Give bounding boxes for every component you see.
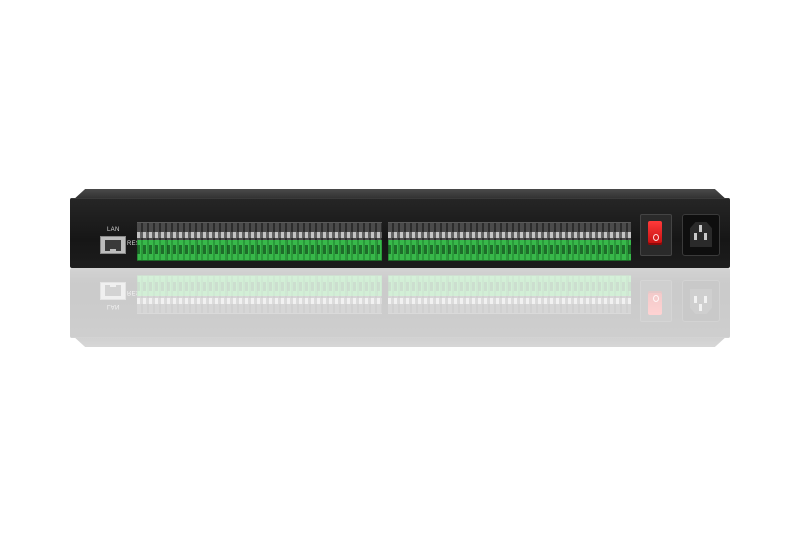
terminal-connectors bbox=[388, 240, 631, 261]
terminal-block-left bbox=[137, 222, 382, 261]
terminal-block-right bbox=[388, 222, 631, 261]
terminal-screws bbox=[137, 222, 382, 241]
terminal-connectors bbox=[137, 240, 382, 261]
power-inlet-icon bbox=[682, 214, 720, 256]
product-photo: LAN RES LAN RES bbox=[0, 0, 800, 456]
power-switch-icon bbox=[648, 221, 662, 245]
terminal-screws bbox=[388, 222, 631, 241]
lan-label: LAN bbox=[107, 227, 120, 233]
res-label: RES bbox=[127, 241, 141, 247]
network-io-controller: LAN RES bbox=[0, 0, 800, 456]
ethernet-port-icon bbox=[100, 236, 126, 254]
